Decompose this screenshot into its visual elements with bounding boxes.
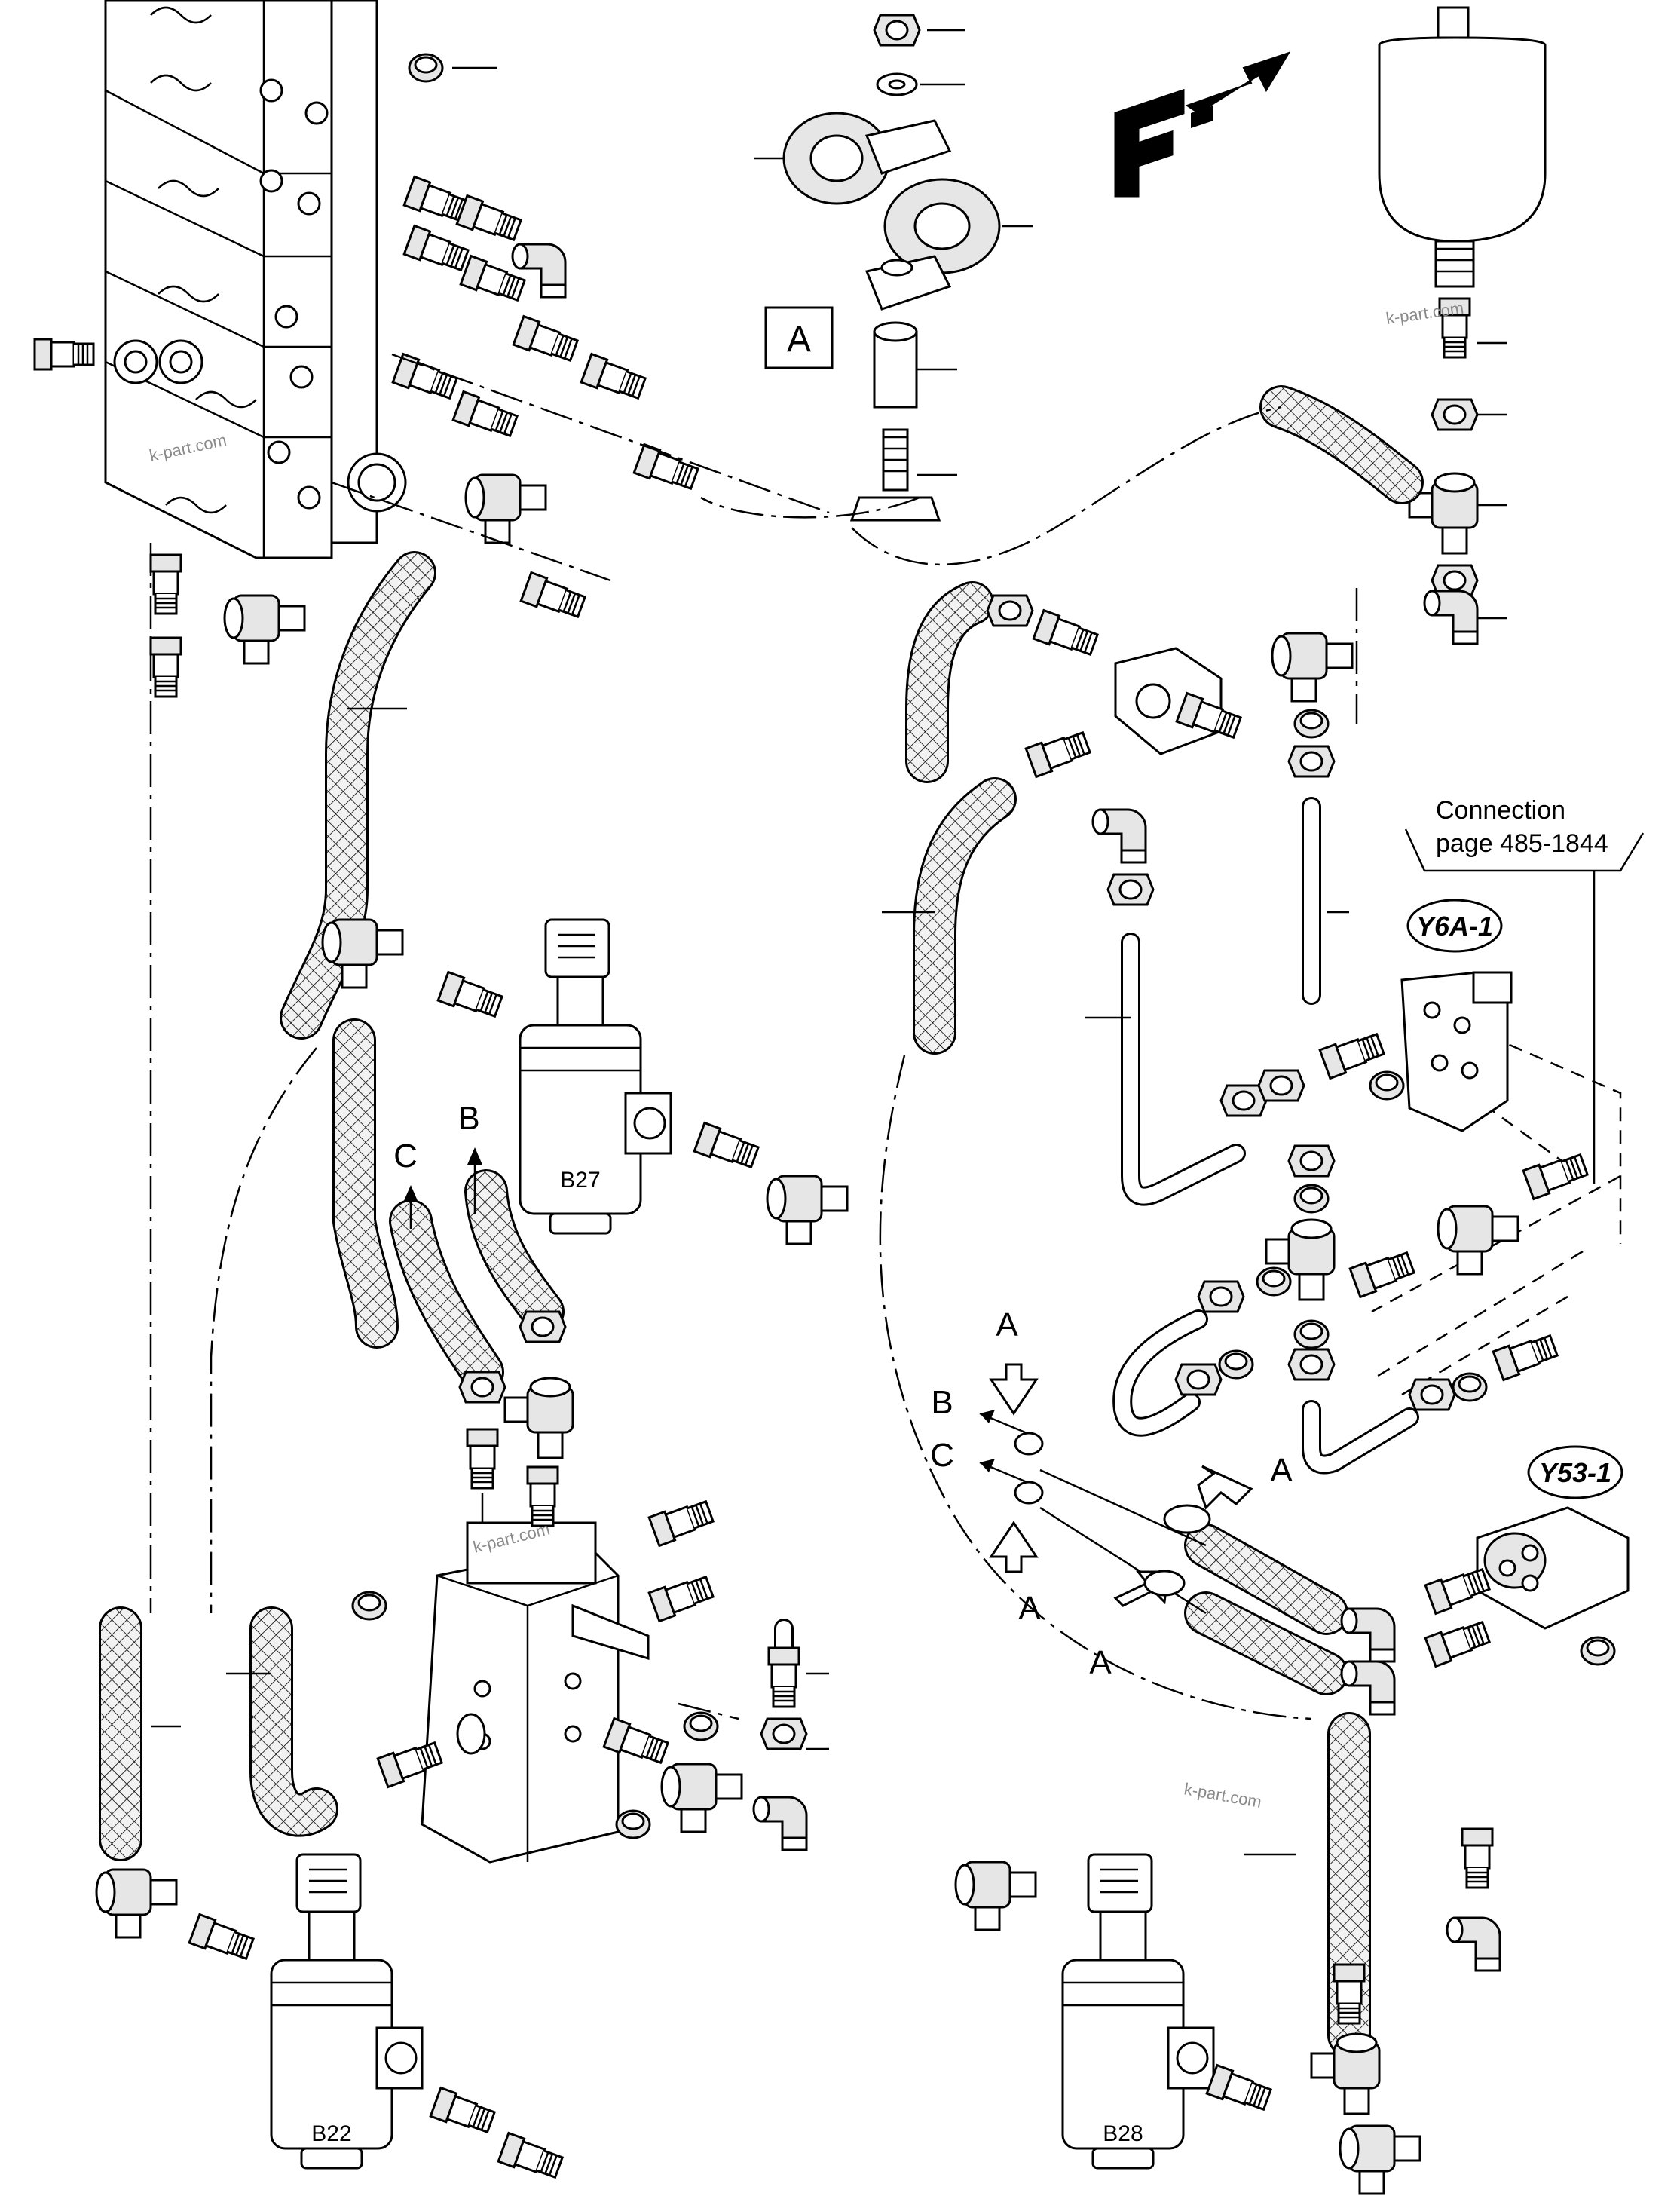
watermark-4: k-part.com — [1183, 1779, 1263, 1812]
filter-b27-label: B27 — [560, 1168, 600, 1193]
direction-indicator: F — [1114, 51, 1291, 198]
flow-c-label: C — [393, 1138, 418, 1175]
y6a-1-tag: Y6A-1 — [1406, 899, 1503, 953]
hoses — [99, 385, 1424, 2057]
filter-b27: B27 — [321, 918, 849, 1245]
connection-label-line1: Connection — [1436, 796, 1565, 825]
connection-label-line2: page 485-1844 — [1436, 829, 1608, 858]
arrow-a-right-label: A — [1270, 1452, 1293, 1489]
valve-y53-label: Y53-1 — [1539, 1457, 1611, 1488]
filter-b28: B28 — [954, 1827, 1501, 2195]
valve-y6a-1 — [1219, 971, 1513, 1132]
valve-y6a-label: Y6A-1 — [1416, 911, 1493, 942]
arrow-c-mid-label: C — [930, 1437, 954, 1474]
section-a-label: A — [787, 320, 811, 360]
accumulator — [1378, 6, 1547, 645]
arrow-a-bottom-label: A — [1018, 1590, 1041, 1627]
filter-b22: B22 — [95, 1853, 565, 2183]
section-a-box: A — [764, 306, 834, 369]
clamp-assembly — [782, 14, 1001, 522]
control-valve-block — [104, 0, 407, 559]
flow-b-label: B — [457, 1100, 479, 1137]
arrow-b-mid-label: B — [931, 1384, 953, 1421]
right-middle-fittings — [1174, 1144, 1590, 1411]
leader-lines — [151, 29, 1507, 1856]
y53-1-tag: Y53-1 — [1527, 1445, 1623, 1499]
arrow-a-lower-label: A — [1089, 1644, 1112, 1681]
section-markers: A B C A A A B C — [393, 1100, 1293, 1681]
connection-callout: Connection page 485-1844 — [1404, 796, 1645, 1184]
filter-b28-label: B28 — [1103, 2121, 1143, 2146]
arrow-a-top-label: A — [996, 1306, 1018, 1343]
routing-lines — [149, 353, 1622, 1720]
upper-right-valve-fittings — [986, 594, 1354, 906]
manifold-block — [351, 1310, 808, 1864]
valve-y53-1 — [1340, 1506, 1630, 1716]
filter-b22-label: B22 — [311, 2121, 351, 2146]
